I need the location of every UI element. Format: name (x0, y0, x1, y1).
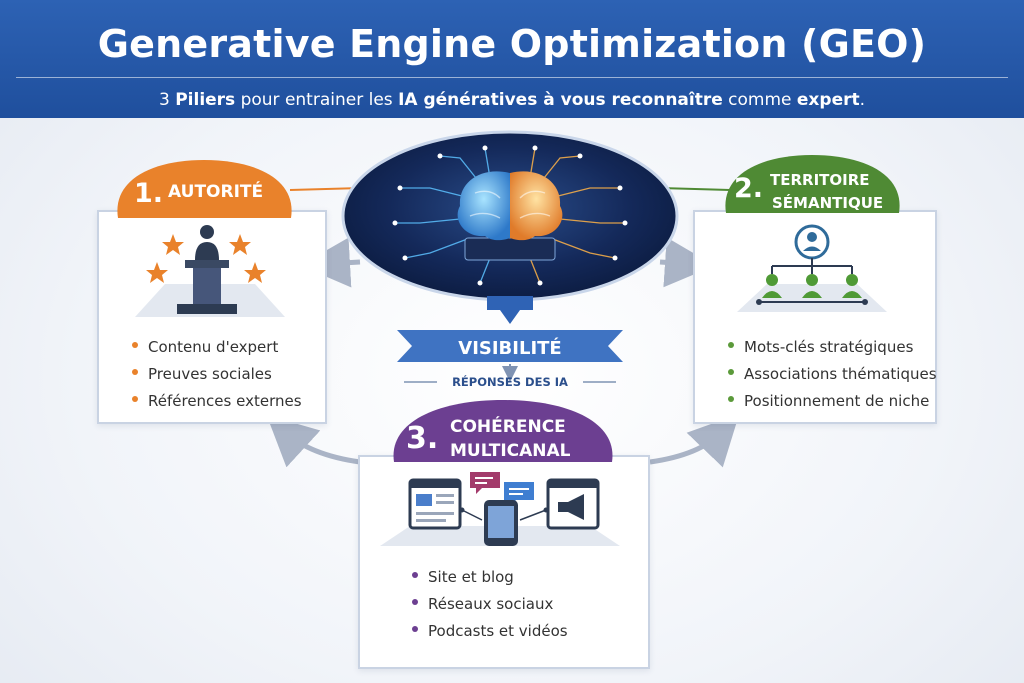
org-chart-icon (737, 224, 887, 312)
page-title: Generative Engine Optimization (GEO) (97, 22, 927, 66)
pillar-number: 3. (406, 421, 438, 456)
arrow-to-territoire (659, 237, 715, 288)
subtitle-strong: expert (796, 90, 860, 110)
subtitle-part: . (859, 90, 866, 110)
pillar-autorite-list: Contenu d'expert Preuves sociales Référe… (132, 334, 302, 415)
pillar-number: 2. (734, 173, 763, 204)
subtitle-part: pour entrainer les (235, 90, 399, 110)
pillar-number: 1. (134, 178, 163, 209)
subtitle-part: 3 (158, 90, 176, 110)
pillar-autorite-pill: 1. AUTORITÉ (117, 160, 292, 218)
down-arrow-icon (487, 296, 533, 324)
list-item: Mots-clés stratégiques (728, 334, 937, 361)
pillar-title-line1: COHÉRENCE (450, 415, 566, 437)
multichannel-icons (380, 472, 620, 546)
arrow-coherence-to-autorite (266, 415, 361, 468)
subtitle-strong: Piliers (175, 90, 236, 110)
header-divider (16, 77, 1008, 78)
subtitle-part: comme (722, 90, 797, 110)
list-item: Réseaux sociaux (412, 591, 568, 618)
banner-label: VISIBILITÉ (458, 337, 561, 359)
pillar-title-line2: SÉMANTIQUE (772, 193, 883, 212)
list-item: Contenu d'expert (132, 334, 302, 361)
pillar-title-line1: TERRITOIRE (770, 171, 870, 189)
banner-caption: RÉPONSES DES IA (452, 374, 568, 389)
line-green (659, 187, 731, 191)
pillar-title-line2: MULTICANAL (450, 441, 571, 461)
list-item: Associations thématiques (728, 361, 937, 388)
list-item: Positionnement de niche (728, 388, 937, 415)
page-subtitle: 3 Piliers pour entrainer les IA générati… (0, 90, 1024, 110)
header-band: Generative Engine Optimization (GEO) 3 P… (0, 0, 1024, 118)
megaphone-icon (546, 478, 600, 530)
pillar-title: AUTORITÉ (168, 180, 263, 202)
list-item: Références externes (132, 388, 302, 415)
subtitle-strong: IA génératives à vous reconnaître (398, 90, 723, 110)
list-item: Site et blog (412, 564, 568, 591)
arrow-coherence-to-territoire (649, 413, 740, 468)
line-orange (289, 187, 363, 191)
list-item: Preuves sociales (132, 361, 302, 388)
pillar-territoire-list: Mots-clés stratégiques Associations thém… (728, 334, 937, 415)
pillar-territoire-pill: 2. TERRITOIRE SÉMANTIQUE (725, 155, 900, 213)
arrow-to-autorite (300, 237, 361, 288)
list-item: Podcasts et vidéos (412, 618, 568, 645)
pillar-coherence-list: Site et blog Réseaux sociaux Podcasts et… (412, 564, 568, 645)
pillar-coherence-pill: 3. COHÉRENCE MULTICANAL (393, 400, 613, 462)
visibilite-banner: VISIBILITÉ RÉPONSES DES IA (397, 296, 623, 389)
podium-icon (135, 225, 285, 317)
ai-brain-graphic (341, 130, 679, 302)
website-icon (408, 478, 462, 530)
smartphone-icon (484, 500, 518, 546)
